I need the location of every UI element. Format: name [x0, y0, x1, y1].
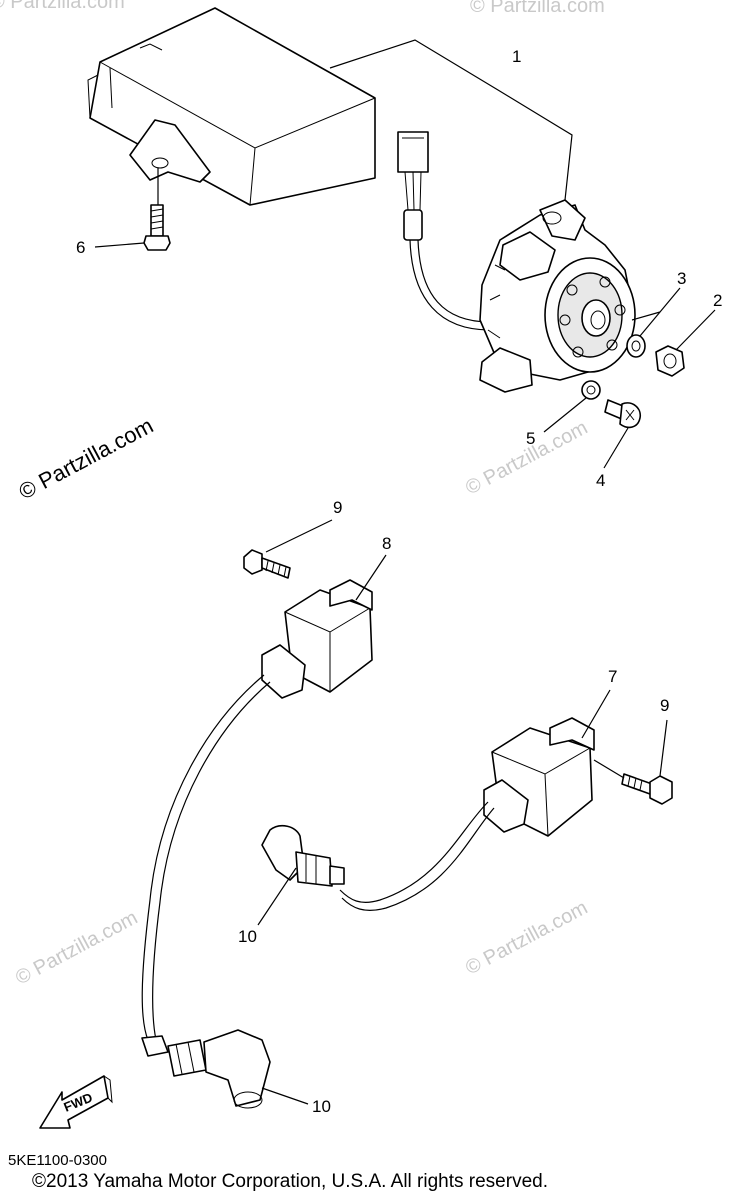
callout-2: 2: [713, 291, 722, 310]
watermark-top-left: © Partzilla.com: [0, 0, 125, 13]
screw-4: [603, 399, 642, 469]
ignition-coil-7: [483, 689, 611, 837]
callout-6: 6: [76, 238, 85, 257]
watermark-lower-left: © Partzilla.com: [12, 907, 141, 990]
callout-9-upper: 9: [333, 498, 342, 517]
callout-numbers: 1 2 3 4 5 6 7 8 9 9 10 10: [76, 47, 722, 1116]
callout-3: 3: [677, 269, 686, 288]
bolt-9-upper: [243, 519, 333, 579]
leader-1: [329, 39, 573, 201]
ignition-coil-8: [261, 554, 387, 699]
stator-rotor: [479, 199, 661, 393]
high-tension-lead-7: [339, 801, 495, 911]
washer-5: [543, 380, 601, 433]
plug-cap-10-lower: [167, 1029, 309, 1109]
fwd-arrow: FWD: [39, 1075, 113, 1129]
bolt-9-lower: [593, 719, 673, 805]
watermark-main: © Partzilla.com: [15, 413, 158, 505]
callout-10-lower: 10: [312, 1097, 331, 1116]
callout-5: 5: [526, 429, 535, 448]
bolt-6: [94, 204, 171, 251]
high-tension-lead-8: [141, 674, 271, 1057]
watermark-lower-right: © Partzilla.com: [462, 897, 591, 980]
plug-cap-10-upper: [257, 824, 345, 926]
drawing-code: 5KE1100-0300: [8, 1152, 107, 1169]
callout-1: 1: [512, 47, 521, 66]
callout-7: 7: [608, 667, 617, 686]
watermark-top-right: © Partzilla.com: [470, 0, 605, 17]
callout-8: 8: [382, 534, 391, 553]
callout-9-lower: 9: [660, 696, 669, 715]
washer-3: [626, 287, 681, 358]
nut-2: [655, 309, 716, 377]
callout-10-upper: 10: [238, 927, 257, 946]
callout-4: 4: [596, 471, 605, 490]
cdi-unit: [87, 7, 376, 206]
copyright-notice: ©2013 Yamaha Motor Corporation, U.S.A. A…: [32, 1171, 548, 1192]
